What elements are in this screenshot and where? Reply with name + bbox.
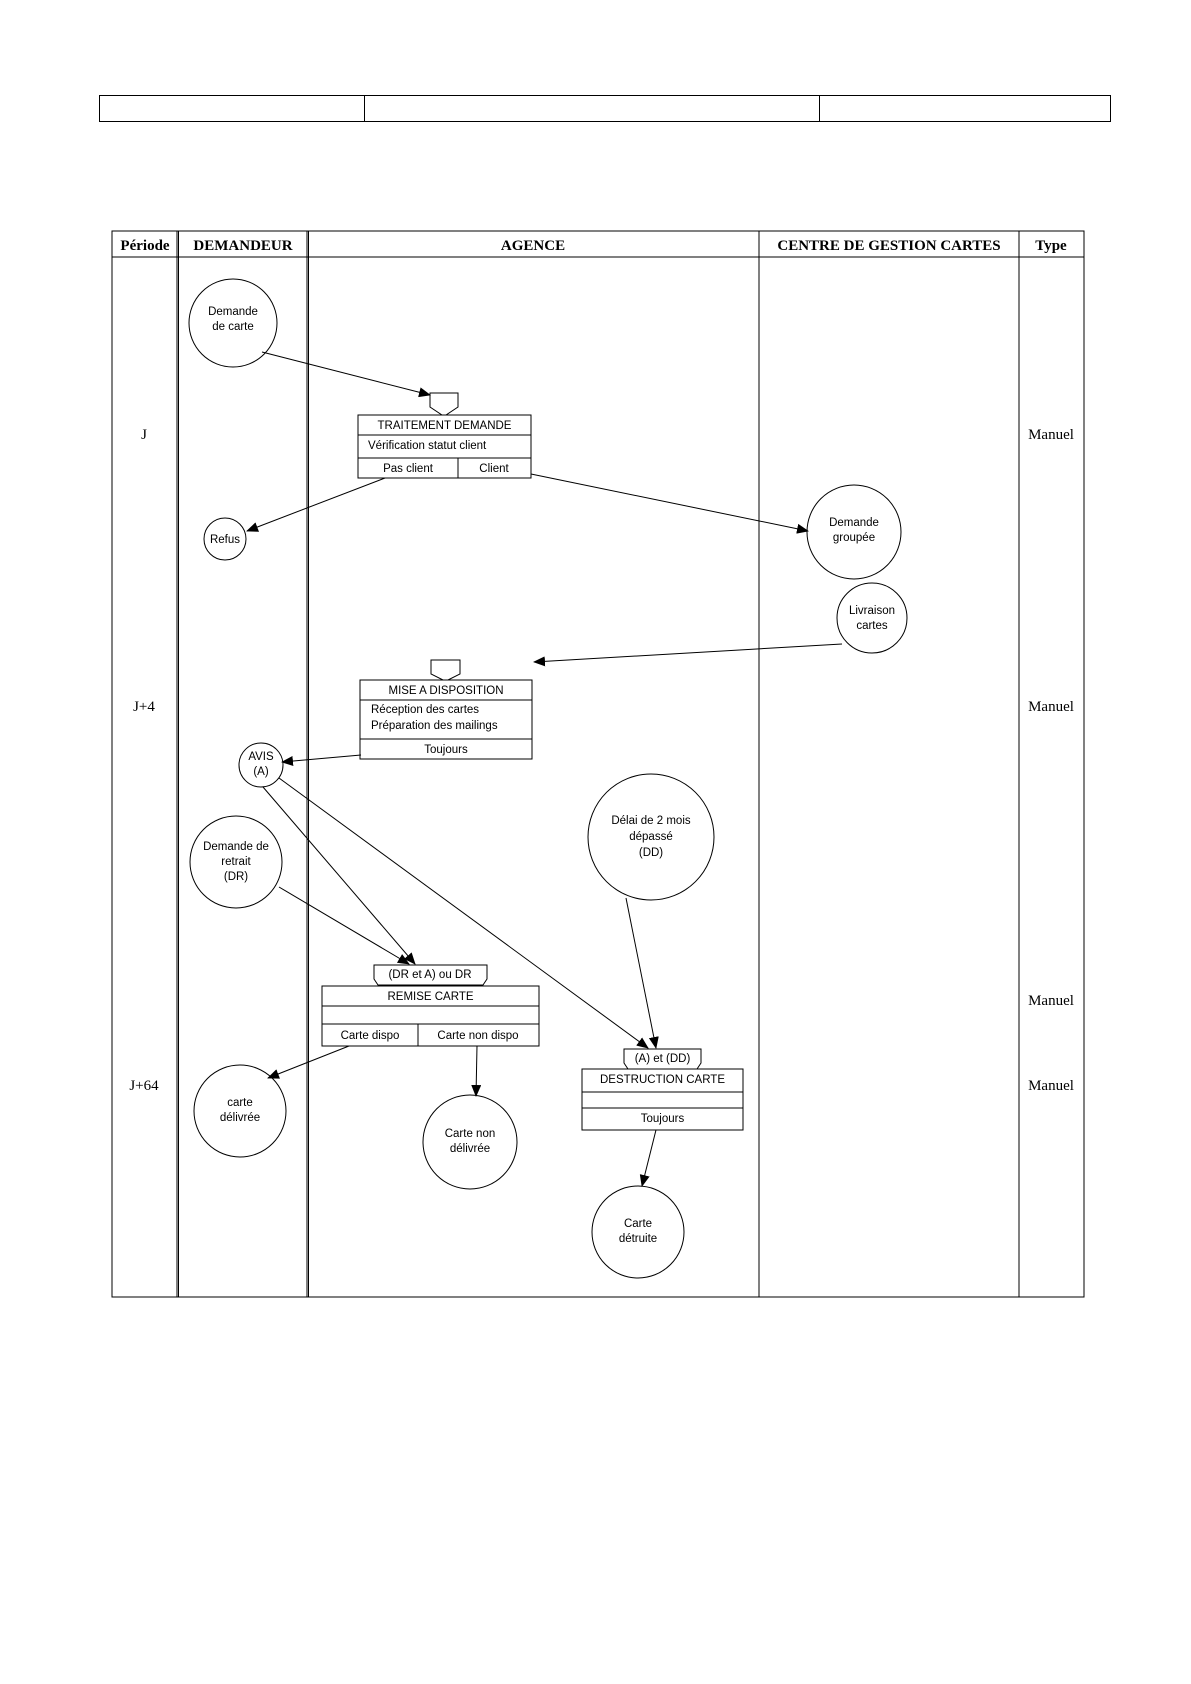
swimlane-grid	[111, 230, 1085, 1298]
sync-connector	[430, 659, 461, 681]
svg-text:(DR): (DR)	[224, 871, 248, 883]
flow-arrow	[471, 1045, 482, 1097]
operation-output: Carte dispo	[341, 1030, 400, 1042]
operation-remise-carte: (DR et A) ou DR REMISE CARTE Carte dispo…	[321, 964, 540, 1047]
operation-title: DESTRUCTION CARTE	[600, 1074, 725, 1086]
flow-arrow	[267, 1045, 350, 1079]
svg-text:délivrée: délivrée	[450, 1143, 490, 1155]
document-header-table	[99, 95, 1111, 122]
svg-text:de carte: de carte	[212, 321, 254, 333]
svg-text:cartes: cartes	[856, 620, 888, 632]
type-label: Manuel	[1028, 1078, 1074, 1094]
flow-arrow	[261, 351, 431, 398]
operation-output: Client	[479, 463, 509, 475]
svg-text:(DD): (DD)	[639, 847, 663, 859]
flow-arrow	[278, 886, 410, 965]
flow-arrow	[639, 1129, 657, 1187]
column-header-centre-gestion-cartes: CENTRE DE GESTION CARTES	[777, 238, 1000, 254]
flow-arrow	[281, 754, 362, 767]
svg-text:dépassé: dépassé	[629, 831, 672, 843]
type-label: Manuel	[1028, 699, 1074, 715]
operation-title: MISE A DISPOSITION	[388, 685, 503, 697]
event-delai-depasse: Délai de 2 mois dépassé (DD)	[587, 773, 715, 901]
operation-output: Pas client	[383, 463, 434, 475]
period-label: J	[141, 427, 147, 443]
column-header-type: Type	[1035, 238, 1067, 254]
operation-output: Toujours	[641, 1113, 685, 1125]
type-label: Manuel	[1028, 427, 1074, 443]
svg-text:Livraison: Livraison	[849, 605, 895, 617]
svg-text:Carte non: Carte non	[445, 1128, 496, 1140]
event-demande-retrait: Demande de retrait (DR)	[189, 815, 283, 909]
flow-arrow	[278, 777, 649, 1049]
flow-arrow	[262, 786, 416, 965]
flow-arrow	[533, 643, 843, 667]
operation-output: Toujours	[424, 744, 468, 756]
column-header-demandeur: DEMANDEUR	[193, 238, 292, 254]
operation-title: TRAITEMENT DEMANDE	[378, 420, 512, 432]
type-label: Manuel	[1028, 993, 1074, 1009]
period-label: J+4	[133, 699, 155, 715]
svg-text:groupée: groupée	[833, 532, 875, 544]
column-header-agence: AGENCE	[501, 238, 565, 254]
event-demande-carte: Demande de carte	[188, 278, 278, 368]
svg-text:Demande de: Demande de	[203, 841, 269, 853]
operation-task: Préparation des mailings	[371, 720, 498, 732]
svg-text:Demande: Demande	[208, 306, 258, 318]
sync-connector	[429, 392, 459, 416]
period-label: J+64	[129, 1078, 159, 1094]
operation-task: Vérification statut client	[368, 440, 487, 452]
event-demande-groupee: Demande groupée	[806, 484, 902, 580]
svg-text:délivrée: délivrée	[220, 1112, 260, 1124]
svg-text:AVIS: AVIS	[248, 751, 274, 763]
operation-task: Réception des cartes	[371, 704, 479, 716]
flow-arrow	[625, 897, 659, 1049]
svg-text:(A): (A)	[253, 766, 269, 778]
operation-mise-a-disposition: MISE A DISPOSITION Réception des cartes …	[359, 659, 533, 760]
event-livraison-cartes: Livraison cartes	[836, 582, 908, 654]
sync-condition: (A) et (DD)	[635, 1053, 691, 1065]
header-cell-right	[819, 95, 1111, 122]
flow-arrow	[530, 473, 809, 534]
svg-text:Carte: Carte	[624, 1218, 652, 1230]
operation-destruction-carte: (A) et (DD) DESTRUCTION CARTE Toujours	[581, 1048, 744, 1131]
event-refus: Refus	[203, 517, 247, 561]
event-carte-detruite: Carte détruite	[591, 1185, 685, 1279]
operation-title: REMISE CARTE	[387, 991, 473, 1003]
header-cell-left	[99, 95, 364, 122]
event-carte-delivree: carte délivrée	[193, 1064, 287, 1158]
sync-condition: (DR et A) ou DR	[388, 969, 471, 981]
sync-connector	[373, 964, 488, 986]
svg-text:carte: carte	[227, 1097, 253, 1109]
svg-text:retrait: retrait	[221, 856, 251, 868]
svg-text:Refus: Refus	[210, 534, 240, 546]
column-header-periode: Période	[120, 238, 169, 254]
flow-arrow	[246, 477, 386, 532]
operation-output: Carte non dispo	[437, 1030, 518, 1042]
event-carte-non-delivree: Carte non délivrée	[422, 1094, 518, 1190]
svg-text:détruite: détruite	[619, 1233, 657, 1245]
flow-arrows	[246, 351, 843, 1187]
header-cell-middle	[364, 95, 819, 122]
svg-text:Demande: Demande	[829, 517, 879, 529]
event-avis: AVIS (A)	[238, 742, 284, 788]
svg-text:Délai de 2 mois: Délai de 2 mois	[611, 815, 691, 827]
operation-traitement-demande: TRAITEMENT DEMANDE Vérification statut c…	[357, 392, 532, 479]
